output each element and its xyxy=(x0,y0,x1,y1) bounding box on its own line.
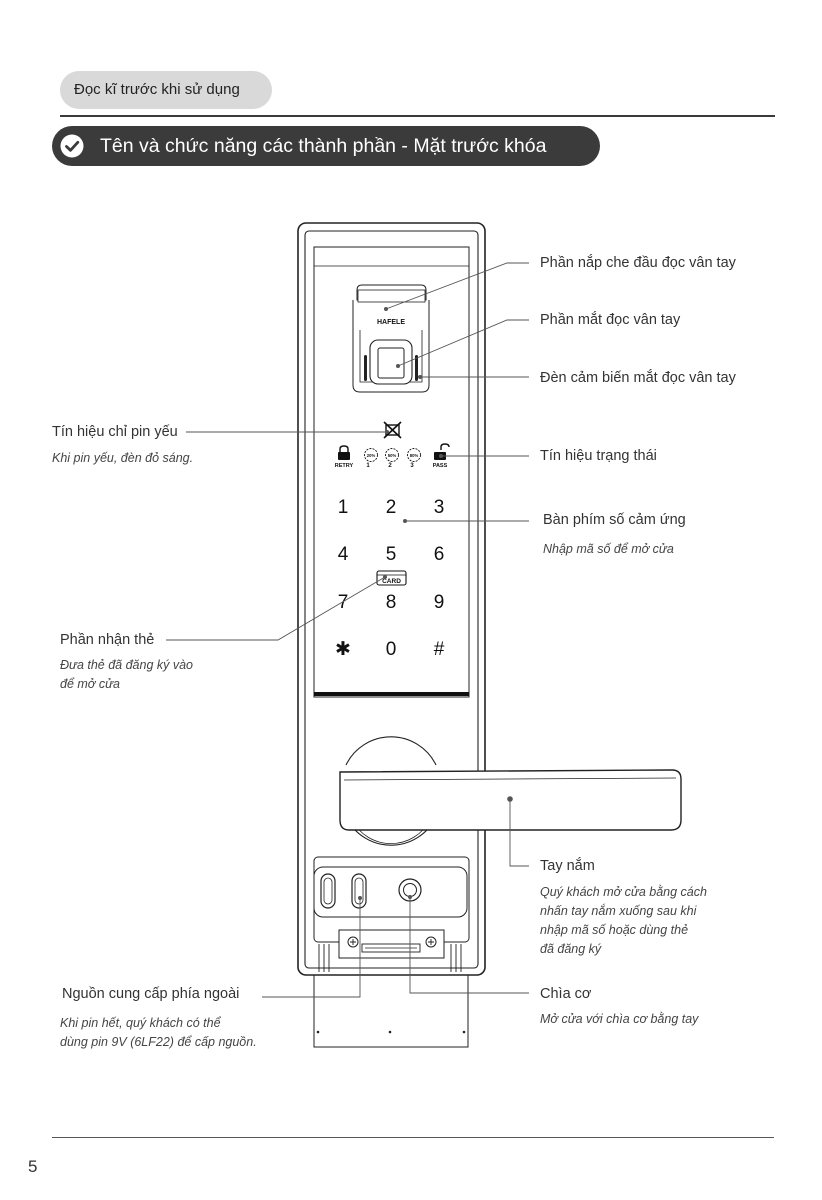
sensor-light-left xyxy=(364,355,367,381)
battery-terminal-left xyxy=(320,873,336,909)
key-4: 4 xyxy=(338,544,349,565)
battery-level-2 xyxy=(385,448,399,462)
label-card-reader: Phần nhận thẻ xyxy=(60,632,155,648)
page-number: 5 xyxy=(28,1157,38,1176)
mount-plate xyxy=(313,975,469,1048)
svg-text:3: 3 xyxy=(410,463,414,469)
sensor-light-right xyxy=(415,355,418,381)
svg-text:1: 1 xyxy=(366,463,370,469)
label-keypad: Bàn phím số cảm ứng xyxy=(543,512,686,528)
label-key: Chìa cơ xyxy=(540,986,592,1002)
handle-rosette xyxy=(345,736,437,766)
battery-level-3 xyxy=(407,448,421,462)
desc-external-power: Khi pin hết, quý khách có thể dùng pin 9… xyxy=(60,1016,257,1049)
desc-low-battery: Khi pin yếu, đèn đỏ sáng. xyxy=(52,451,194,465)
desc-keypad: Nhập mã số để mở cửa xyxy=(543,542,674,556)
svg-text:50%: 50% xyxy=(388,453,397,458)
key-1: 1 xyxy=(338,497,349,518)
status-pass: PASS xyxy=(433,463,448,469)
header-pill: Đọc kĩ trước khi sử dụng xyxy=(60,71,272,109)
key-hash: # xyxy=(434,639,445,660)
svg-text:20%: 20% xyxy=(367,453,376,458)
status-retry: RETRY xyxy=(335,463,354,469)
key-0: 0 xyxy=(386,639,397,660)
bottom-divider xyxy=(52,1137,774,1138)
low-battery-icon xyxy=(383,421,402,439)
label-low-battery: Tín hiệu chỉ pin yếu xyxy=(52,424,178,440)
section-title-bar: Tên và chức năng các thành phần - Mặt tr… xyxy=(52,126,600,166)
label-sensor-light: Đèn cảm biến mắt đọc vân tay xyxy=(540,370,736,386)
key-3: 3 xyxy=(434,497,445,518)
label-status-signal: Tín hiệu trạng thái xyxy=(540,448,657,464)
svg-text:80%: 80% xyxy=(410,453,419,458)
svg-text:2: 2 xyxy=(388,463,392,469)
fingerprint-module xyxy=(352,300,430,393)
key-2: 2 xyxy=(386,497,397,518)
label-external-power: Nguồn cung cấp phía ngoài xyxy=(62,986,240,1002)
label-fingerprint-face: Phần mắt đọc vân tay xyxy=(540,312,681,328)
key-9: 9 xyxy=(434,592,445,613)
brand-logo: HAFELE xyxy=(377,319,405,326)
key-5: 5 xyxy=(386,544,397,565)
battery-level-1 xyxy=(364,448,378,462)
keypad-divider xyxy=(314,692,469,696)
key-7: 7 xyxy=(338,592,349,613)
lock-closed-icon xyxy=(338,445,350,460)
key-6: 6 xyxy=(434,544,445,565)
battery-terminals-panel xyxy=(313,866,468,918)
section-title: Tên và chức năng các thành phần - Mặt tr… xyxy=(100,135,547,157)
desc-handle: Quý khách mở cửa bằng cách nhấn tay nắm … xyxy=(540,885,707,956)
lock-inner-frame xyxy=(304,230,479,969)
label-fingerprint-cover: Phần nắp che đầu đọc vân tay xyxy=(540,255,736,271)
battery-terminal-right xyxy=(351,873,367,909)
upper-face-panel xyxy=(313,246,470,698)
keypad: 1 2 3 4 5 6 7 8 9 ✱ 0 # xyxy=(335,497,445,660)
desc-key: Mở cửa với chìa cơ bằng tay xyxy=(540,1012,699,1026)
card-reader-icon xyxy=(376,570,407,586)
key-8: 8 xyxy=(386,592,397,613)
key-star: ✱ xyxy=(335,639,351,660)
check-circle-icon xyxy=(60,134,84,158)
desc-card-reader: Đưa thẻ đã đăng ký vào để mở cửa xyxy=(60,658,194,691)
top-divider xyxy=(60,115,775,117)
label-handle: Tay nắm xyxy=(540,858,595,874)
card-label: CARD xyxy=(382,578,401,585)
